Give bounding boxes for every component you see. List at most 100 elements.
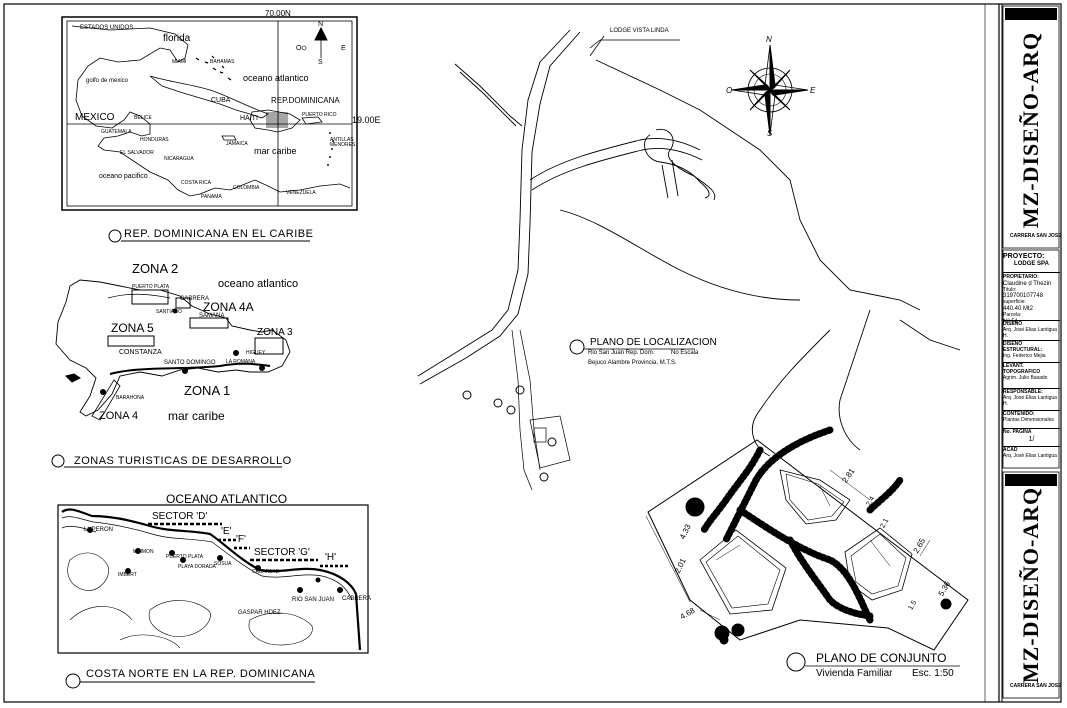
firm-logo-bottom: MZ-DISEÑO-ARQ: [1004, 487, 1058, 683]
title-block-divider: [1003, 446, 1060, 447]
zone-5-label: ZONA 5: [111, 321, 154, 335]
meridian-label: 70.00N: [265, 9, 291, 18]
map-label-guatemala: GUATEMALA: [101, 129, 132, 135]
lodge-label: LODGE VISTA LINDA: [610, 28, 669, 34]
map-label-cuba: CUBA: [211, 97, 231, 104]
firm-address-top: CARRERA SAN JOSE: [1010, 233, 1062, 239]
map-label-el-salvador: EL SALVADOR: [120, 150, 154, 156]
town-cabarete: CABARETE: [252, 569, 279, 575]
location-plan-line2: Bejuco Alambre Provincia, M.T.S.: [588, 360, 677, 366]
map-label-bahamas: BAHAMAS: [210, 59, 235, 65]
rose-e-label: E: [810, 86, 816, 95]
topographer-name: Agrim. Julio Basado: [1003, 374, 1048, 381]
zone-4-label: ZONA 4: [99, 410, 139, 422]
title-block-topography: LEVANT. TOPOGRAFICO Agrim. Julio Basado: [1003, 363, 1060, 381]
area-value: 440.40 Mt2: [1003, 306, 1034, 313]
zones-caribbean-sea-label: mar caribe: [168, 409, 225, 423]
structural-label: DISEÑO ESTRUCTURAL:: [1003, 341, 1043, 353]
rose-s-label: S: [767, 129, 773, 138]
area-label: superficie:: [1003, 299, 1026, 306]
city-constanza: CONSTANZA: [119, 349, 162, 356]
title-block-divider: [1003, 428, 1060, 429]
north-coast-map-title: COSTA NORTE EN LA REP. DOMINICANA: [86, 668, 316, 680]
map-label-pacific: oceano pacifico: [99, 173, 148, 180]
designer-name: Arq. José Elias Lantigua H.: [1003, 326, 1057, 339]
town-rio-san-juan: RIO SAN JUAN: [292, 597, 335, 603]
town-gaspar: GASPAR HDEZ.: [238, 610, 283, 616]
town-cabrera: CABRERA: [342, 596, 372, 602]
firm-address-bottom: CARRERA SAN JOSE: [1010, 683, 1062, 689]
title-label: Titulo:: [1003, 286, 1017, 293]
location-plan-line1: Rio San Juan Rep. Dom.: [588, 350, 655, 356]
map-label-puerto-rico: PUERTO RICO: [302, 112, 337, 118]
sector-f-label: 'F': [236, 534, 246, 545]
map-label-florida: florida: [163, 33, 191, 44]
design-label: DISEÑO: [1003, 321, 1023, 327]
sector-d-label: SECTOR 'D': [152, 511, 208, 522]
sector-g-label: SECTOR 'G': [254, 547, 310, 558]
map-label-atlantic: oceano atlantico: [243, 73, 309, 83]
location-plan-scale: No Escala: [671, 350, 699, 356]
map-label-honduras: HONDURAS: [140, 137, 169, 143]
rose-o-label: O: [726, 86, 733, 95]
page-number: 1/: [1028, 435, 1035, 443]
title-block-owner: PROPIETARIO: Claudine d Thezin Titulo: 3…: [1003, 274, 1060, 326]
city-cabrera: CABRERA: [180, 296, 210, 302]
site-plan-title: PLANO DE CONJUNTO: [816, 651, 947, 665]
map-label-colombia: COLOMBIA: [233, 185, 260, 191]
map-label-nicaragua: NICARAGUA: [164, 156, 194, 162]
map-label-panama: PANAMA: [201, 194, 222, 200]
site-plan-scale: Esc. 1:50: [912, 668, 954, 679]
title-block-content: CONTENIDO: Plantas Dimensionales: [1003, 411, 1060, 424]
title-block-design: DISEÑO Arq. José Elias Lantigua H.: [1003, 321, 1060, 339]
title-block-structural: DISEÑO ESTRUCTURAL: Ing. Federico Mejia: [1003, 341, 1060, 359]
page-label: No. PAGINA: [1003, 429, 1032, 435]
zone-4a-label: ZONA 4A: [203, 300, 254, 314]
city-puerto-plata: PUERTO PLATA: [132, 284, 170, 290]
map-label-mexico: MEXICO: [75, 112, 115, 123]
content-value: Plantas Dimensionales: [1003, 416, 1054, 423]
map-label-antilles: ANTILLAS MENORES: [330, 137, 356, 148]
town-maimon: MAIMON: [133, 549, 154, 555]
city-la-romana: LA ROMANA: [226, 359, 256, 365]
map-label-usa: ESTADOS UNIDOS: [80, 25, 134, 31]
responsible-label: RESPONSABLE:: [1003, 389, 1043, 395]
compass-o-label: O: [296, 45, 302, 52]
project-label: PROYECTO:: [1003, 253, 1045, 260]
map-label-venezuela: VENEZUELA: [286, 190, 316, 196]
town-sosua: SOSUA: [214, 561, 232, 567]
zone-2-label: ZONA 2: [132, 261, 179, 276]
map-label-miami: MIAMI: [172, 59, 187, 65]
zone-3-label: ZONA 3: [257, 327, 293, 338]
location-plan-title: PLANO DE LOCALIZACION: [590, 337, 717, 348]
sector-h-label: 'H': [325, 552, 337, 563]
city-samana: SAMANA: [199, 313, 225, 319]
compass-s-label: S: [318, 59, 323, 66]
zones-atlantic-label: oceano atlantico: [218, 278, 299, 290]
title-block-divider: [1003, 410, 1060, 411]
map-label-haiti: HAITI: [240, 115, 258, 122]
project-name: LODGE SPA: [1014, 261, 1049, 268]
town-playa-dorada: PLAYA DORADA: [178, 564, 216, 570]
town-puerto-plata: PUERTO PLATA: [166, 554, 204, 560]
compass-e-label: E: [341, 45, 346, 52]
content-label: CONTENIDO:: [1003, 411, 1035, 417]
owner-label: PROPIETARIO:: [1003, 274, 1039, 280]
map-label-jamaica: JAMAICA: [226, 141, 248, 147]
responsible-name: Arq. José Elias Lantigua H.: [1003, 394, 1057, 407]
firm-logo-text: MZ-DISEÑO-ARQ: [1018, 31, 1043, 229]
town-luperon: LUPERON: [84, 527, 114, 533]
structural-engineer: Ing. Federico Mejia: [1003, 352, 1046, 359]
revision-value: Arq. José Elias Lantigua: [1003, 452, 1057, 459]
parcel-label: Parcela:: [1003, 311, 1022, 318]
caribbean-map-title: REP. DOMINICANA EN EL CARIBE: [124, 228, 314, 240]
map-label-gulf: golfo de mexico: [86, 78, 129, 84]
site-plan-subtitle: Vivienda Familiar: [816, 668, 893, 679]
title-block-divider: [1003, 272, 1060, 273]
city-santiago: SANTIAGO: [156, 309, 182, 315]
zone-1-label: ZONA 1: [184, 383, 231, 398]
parallel-label: 19.00E: [352, 115, 381, 125]
title-number: 319700107748: [1003, 293, 1044, 300]
